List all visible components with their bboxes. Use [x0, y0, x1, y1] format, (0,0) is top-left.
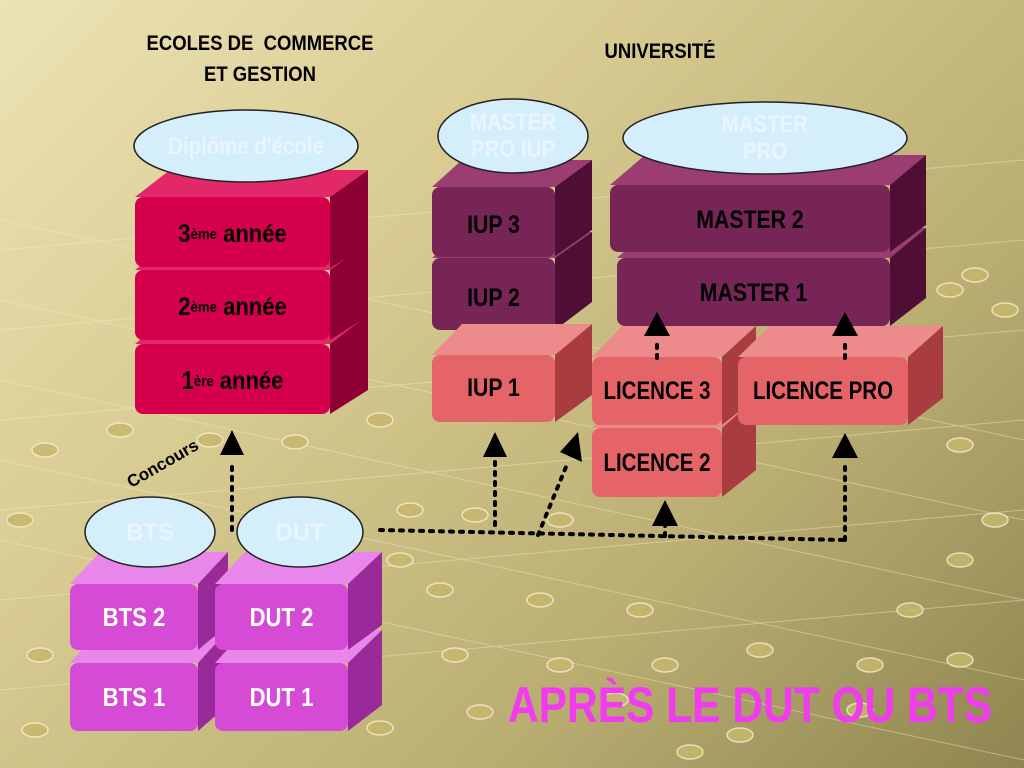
- arrowhead-master1-left: [644, 312, 670, 336]
- year2-suffix: ème: [190, 298, 217, 316]
- bts1-label: BTS 1: [102, 681, 166, 712]
- dut2-block: [215, 552, 382, 650]
- dut-stack: [215, 496, 382, 731]
- ecoles-heading-line1: ECOLES DE COMMERCE: [146, 32, 374, 55]
- dotted-connector-main: [378, 528, 847, 542]
- master-stack: [610, 101, 926, 326]
- ecoles-diploma-label: Diplôme d'école: [168, 132, 324, 160]
- iup-stack: [432, 98, 592, 422]
- ecoles-heading-line2: ET GESTION: [204, 63, 316, 86]
- iup-master-pro-line2: PRO IUP: [471, 136, 555, 163]
- bts-stack: [70, 496, 228, 731]
- year2-number: 2: [178, 292, 191, 321]
- ecoles-diploma-oval: [133, 109, 359, 183]
- iup2-label: IUP 2: [467, 283, 520, 312]
- iup-master-pro-label: MASTER PRO IUP: [451, 106, 575, 166]
- licence-pro-block: [738, 326, 943, 425]
- master-pro-label: MASTER PRO: [693, 108, 838, 168]
- iup-master-pro-line1: MASTER: [469, 109, 557, 136]
- year3-suffix: ème: [190, 225, 217, 243]
- universite-heading: UNIVERSITÉ: [604, 40, 716, 63]
- master2-label: MASTER 2: [696, 205, 804, 234]
- arrowhead-licence-pro: [832, 433, 858, 458]
- iup1-label: IUP 1: [467, 373, 520, 402]
- footer-title: APRÈS LE DUT OU BTS: [507, 677, 993, 733]
- dut-oval: [236, 496, 364, 568]
- master-pro-oval: [622, 101, 908, 175]
- dut2-label: DUT 2: [249, 601, 314, 632]
- arrowhead-concours: [220, 430, 244, 455]
- year3-text: année: [216, 219, 287, 248]
- master-pro-line2: PRO: [742, 138, 788, 165]
- arrowhead-licence2: [652, 500, 678, 526]
- bts2-block: [70, 552, 228, 650]
- year3-number: 3: [178, 219, 191, 248]
- dut1-label: DUT 1: [249, 681, 314, 712]
- bts-oval-label: BTS: [126, 518, 174, 546]
- iup1-block: [432, 324, 592, 422]
- iup3-label: IUP 3: [467, 210, 520, 239]
- bts2-label: BTS 2: [102, 601, 166, 632]
- year1-number: 1: [181, 366, 194, 395]
- arrowhead-iup1: [483, 432, 507, 457]
- arrowhead-master1-right: [832, 312, 858, 336]
- ecoles-heading: ECOLES DE COMMERCE ET GESTION: [128, 28, 392, 90]
- arrow-to-iup2: [536, 460, 570, 537]
- licence3-label: LICENCE 3: [603, 376, 711, 405]
- iup3-block: [432, 160, 592, 257]
- master-pro-line1: MASTER: [721, 111, 809, 138]
- master1-label: MASTER 1: [699, 278, 808, 307]
- dut-oval-label: DUT: [275, 518, 325, 546]
- ecoles-stack: [133, 109, 368, 414]
- iup-master-pro-oval: [437, 98, 589, 174]
- year1-suffix: ère: [193, 372, 214, 390]
- year2-text: année: [216, 292, 287, 321]
- licence-pro-label: LICENCE PRO: [752, 376, 894, 405]
- bts-oval: [84, 496, 216, 568]
- licence2-label: LICENCE 2: [603, 448, 711, 477]
- licence-blocks: [592, 326, 943, 497]
- arrowhead-iup2: [560, 432, 582, 462]
- year1-text: année: [213, 366, 284, 395]
